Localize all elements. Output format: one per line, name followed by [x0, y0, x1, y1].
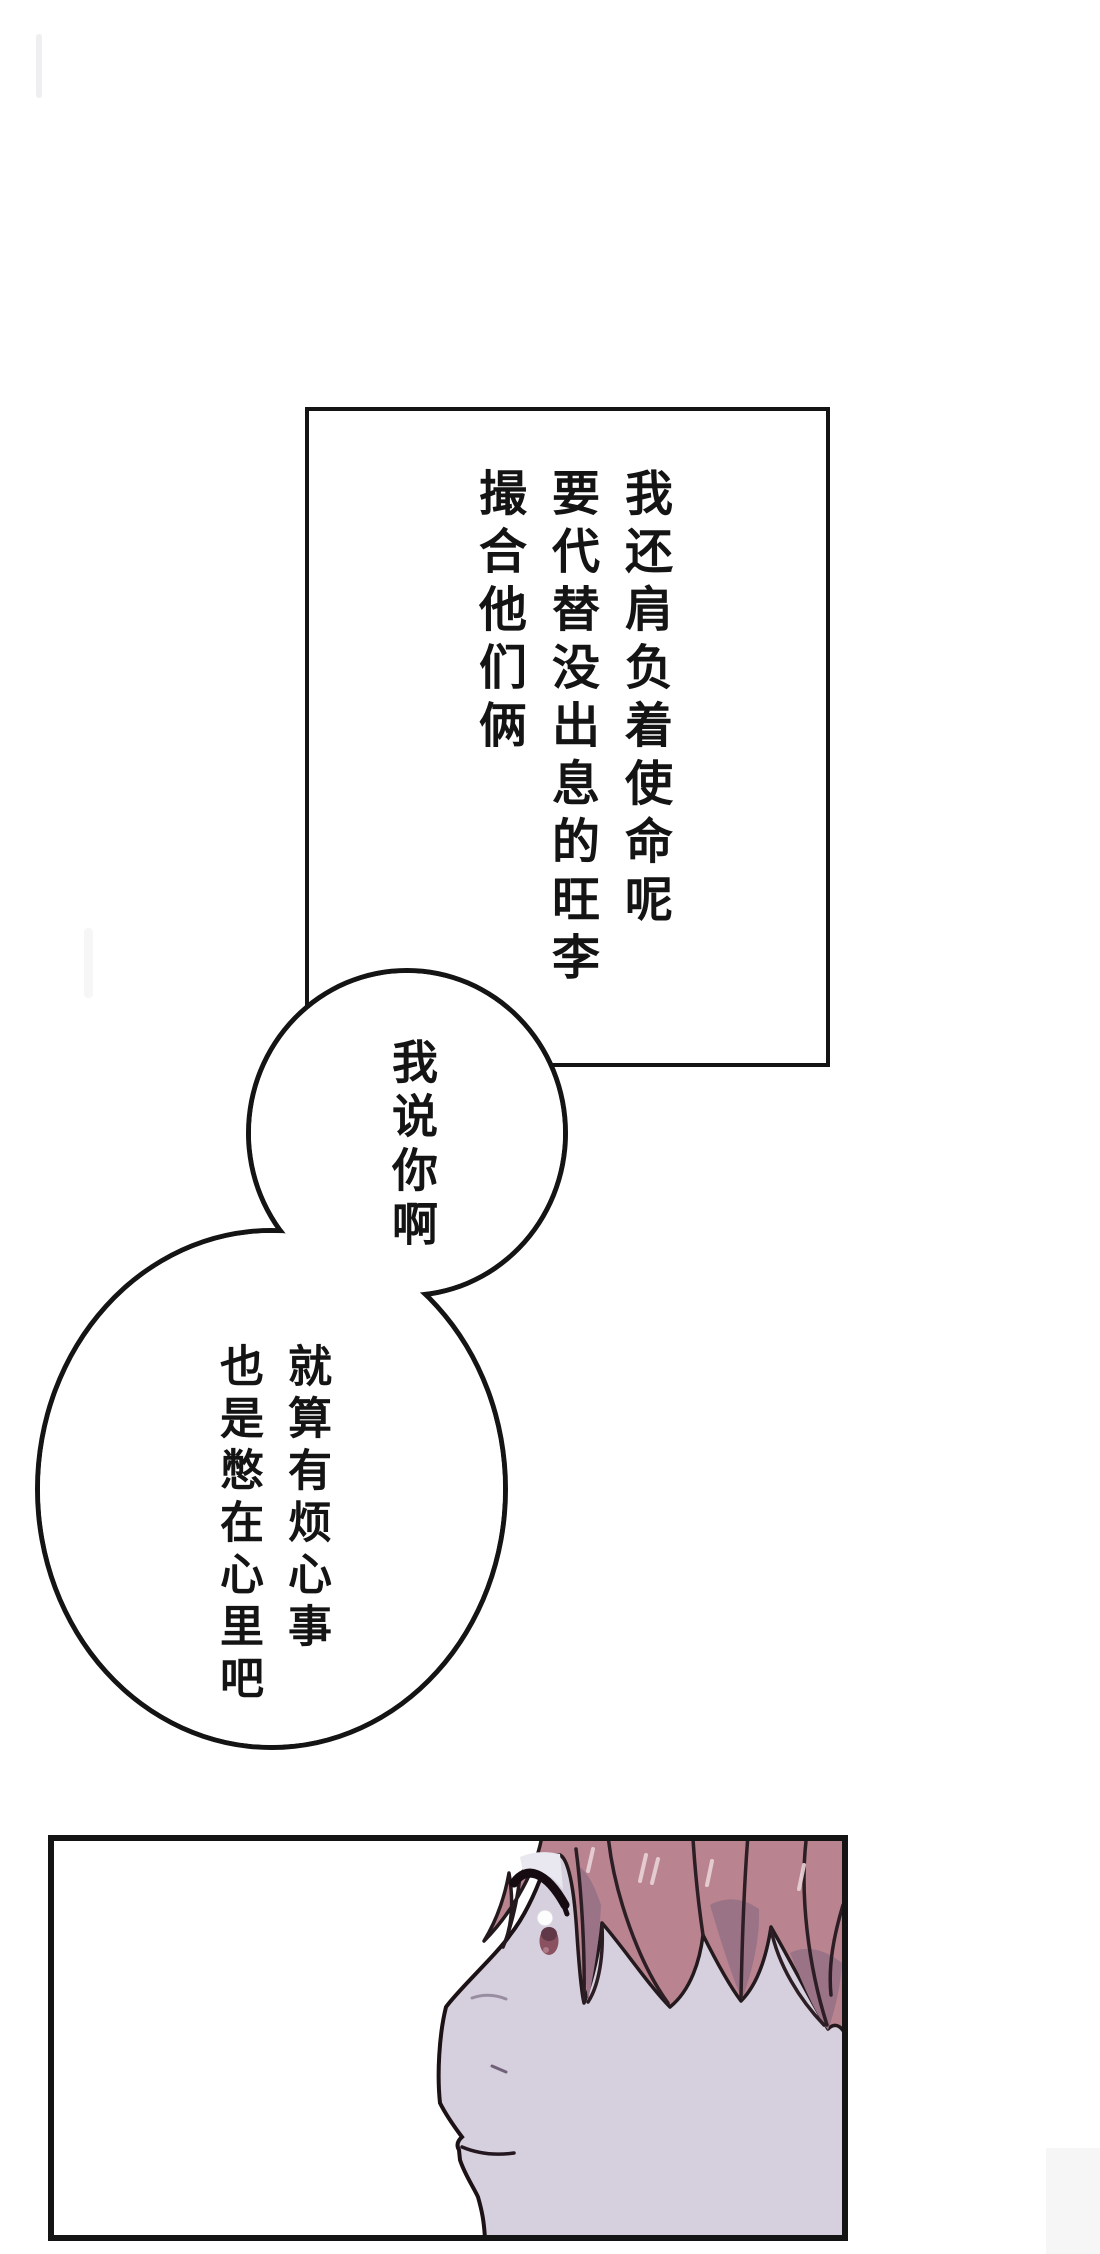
eye-highlight	[536, 1909, 554, 1927]
scan-smudge	[1046, 2148, 1100, 2254]
hair-highlights	[586, 1847, 806, 1891]
text-column: 撮合他们俩	[470, 468, 526, 758]
text-column: 就算有烦心事	[280, 1343, 331, 1655]
bubble-text-bottom: 就算有烦心事 也是憋在心里吧	[203, 1343, 339, 1707]
top-panel-vertical-text: 我还肩负着使命呢 要代替没出息的旺李 撮合他们俩	[458, 468, 680, 1028]
eye-iris-dark	[541, 1927, 557, 1941]
eyelid-sliver	[520, 1852, 563, 1890]
text-column: 也是憋在心里吧	[212, 1343, 263, 1707]
character-illustration	[436, 1841, 842, 2235]
eye-lash	[509, 1868, 570, 1910]
scan-smudge	[84, 928, 93, 998]
mouth-line	[460, 2145, 516, 2156]
eye-iris-reflection	[543, 1947, 549, 1953]
eye-lash-tip	[560, 1900, 570, 1917]
hair-shadow	[577, 1865, 601, 2001]
text-column: 我说你啊	[385, 1038, 439, 1254]
text-column: 要代替没出息的旺李	[543, 468, 599, 990]
scan-smudge	[36, 34, 42, 98]
brow-line	[470, 1993, 508, 2001]
hair-shadow	[710, 1899, 760, 1999]
hair-strand-lines	[574, 1841, 842, 2027]
speech-bubble-bottom-fill	[40, 1233, 503, 1745]
bubble-text-top: 我说你啊	[384, 1038, 440, 1254]
top-dialogue-panel	[305, 407, 830, 1067]
text-column: 我还肩负着使命呢	[616, 468, 672, 932]
face-profile-outline	[436, 1841, 555, 2235]
philtrum-line	[490, 2064, 508, 2074]
bottom-illustration-panel	[48, 1835, 848, 2241]
